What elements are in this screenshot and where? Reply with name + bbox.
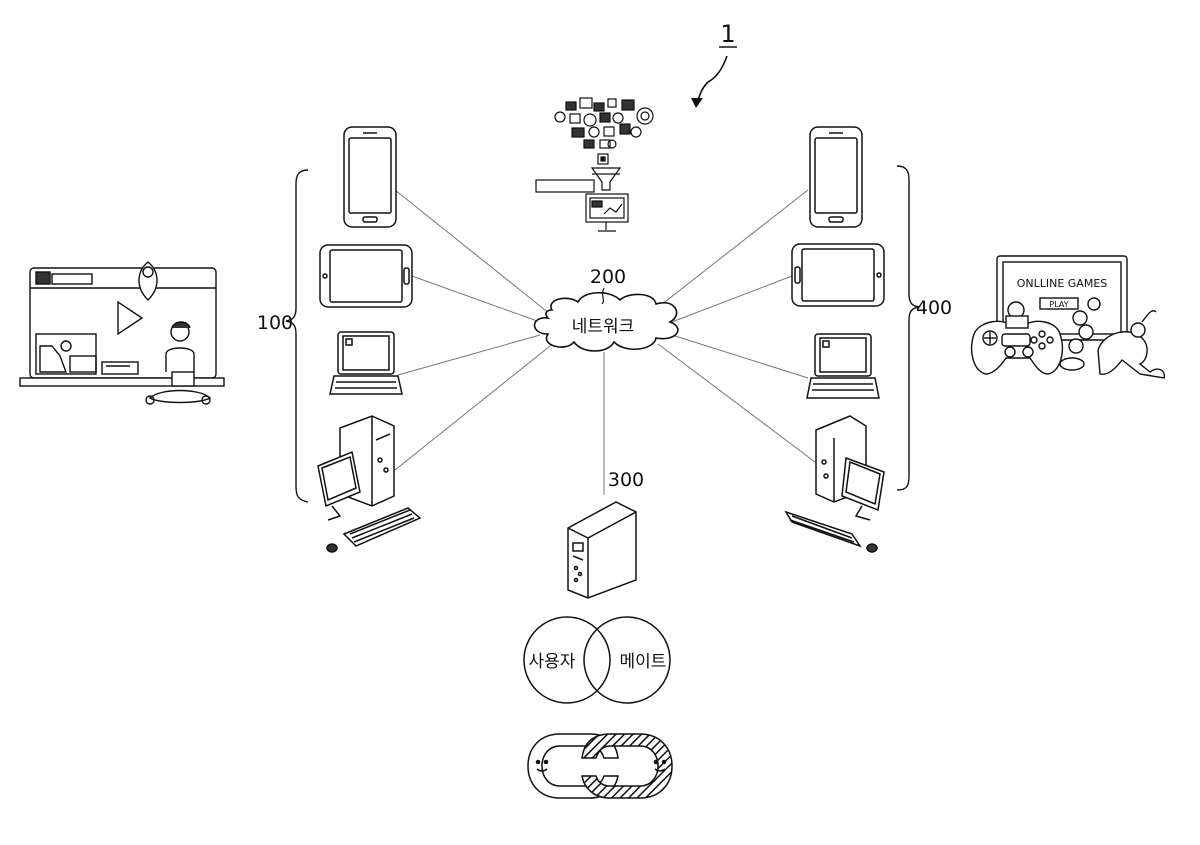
venn-mate-label: 메이트 bbox=[620, 652, 667, 672]
left-smartphone bbox=[344, 127, 396, 227]
left-group-ref-label: 100 bbox=[257, 312, 293, 334]
right-smartphone bbox=[810, 127, 862, 227]
link-right-phone bbox=[652, 190, 808, 312]
game-title-text: ONLLINE GAMES bbox=[1017, 277, 1108, 290]
network-cloud: 네트워크 200 bbox=[535, 266, 678, 351]
link-left-tablet bbox=[412, 276, 540, 322]
link-right-desktop bbox=[658, 344, 815, 462]
left-laptop bbox=[330, 332, 402, 394]
link-right-laptop bbox=[672, 335, 808, 378]
right-tablet bbox=[792, 244, 884, 306]
link-left-desktop bbox=[395, 342, 555, 470]
right-desktop-computer bbox=[786, 416, 884, 552]
figure-ref: 1 bbox=[691, 20, 737, 108]
game-play-button-label: PLAY bbox=[1049, 300, 1068, 309]
server-computer bbox=[568, 502, 636, 598]
network-ref-label: 200 bbox=[590, 266, 626, 288]
left-device-bracket bbox=[286, 170, 308, 502]
right-group-ref-label: 400 bbox=[916, 297, 952, 319]
right-device-bracket bbox=[897, 166, 919, 490]
online-games-illustration bbox=[972, 256, 1165, 378]
video-streaming-illustration bbox=[20, 262, 224, 404]
figure-ref-number: 1 bbox=[720, 20, 735, 48]
right-laptop bbox=[807, 334, 879, 398]
network-label: 네트워크 bbox=[572, 317, 635, 337]
figure-ref-arrow bbox=[697, 56, 727, 103]
server-ref-label: 300 bbox=[608, 469, 644, 491]
link-left-laptop bbox=[398, 335, 540, 375]
chain-link-icon bbox=[528, 734, 672, 798]
left-tablet bbox=[320, 245, 412, 307]
data-analytics-illustration bbox=[536, 98, 653, 231]
left-desktop-computer bbox=[318, 416, 420, 552]
venn-user-label: 사용자 bbox=[529, 652, 576, 672]
